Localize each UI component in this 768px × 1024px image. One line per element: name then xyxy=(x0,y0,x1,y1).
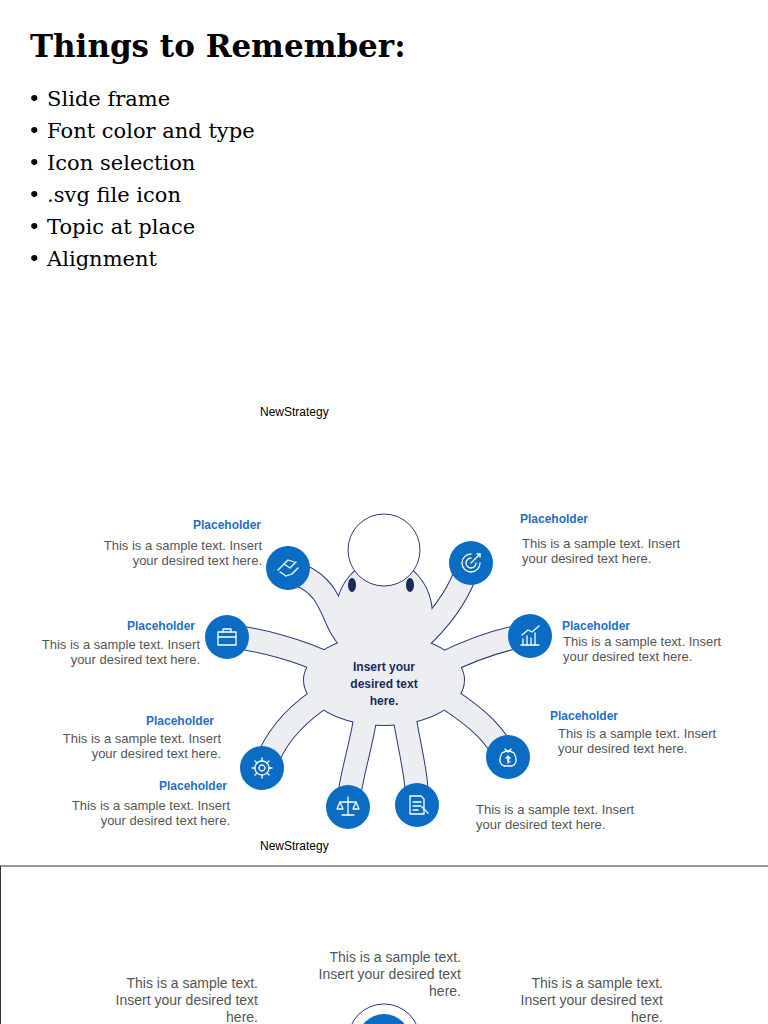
icon-circle xyxy=(395,783,439,827)
node-heading: Placeholder xyxy=(159,779,227,793)
node-body: This is a sample text. Insert your desir… xyxy=(35,637,200,667)
node-body: This is a sample text. Insert your desir… xyxy=(56,731,221,761)
node-heading: Placeholder xyxy=(146,714,214,728)
node-body: This is a sample text. Insert your desir… xyxy=(65,798,230,828)
icon-glyph xyxy=(337,802,343,809)
bullet-item: • .svg file icon xyxy=(28,183,181,207)
bullet-item: • Font color and type xyxy=(28,119,255,143)
icon-glyph xyxy=(269,767,272,768)
icon-circle xyxy=(395,783,439,827)
icon-node: PlaceholderThis is a sample text. Insert… xyxy=(508,614,552,658)
icon-node: PlaceholderThis is a sample text. Insert… xyxy=(240,746,284,790)
node-heading: Placeholder xyxy=(193,518,261,532)
icon-node: PlaceholderThis is a sample text. Insert… xyxy=(266,546,310,590)
icon-glyph xyxy=(255,761,257,763)
icon-circle xyxy=(449,541,493,585)
node-heading: Placeholder xyxy=(550,709,618,723)
icon-glyph xyxy=(505,749,511,752)
icon-glyph xyxy=(261,758,262,761)
icon-glyph xyxy=(252,767,255,768)
slide-name: NewStrategy xyxy=(260,839,329,853)
octopus-eye xyxy=(406,578,414,592)
icon-glyph xyxy=(218,632,236,645)
bullet-item: • Slide frame xyxy=(28,87,170,111)
icon-glyph xyxy=(218,636,236,637)
icon-glyph xyxy=(413,801,421,802)
node-body: This is a sample text. Insert your desir… xyxy=(522,536,687,566)
icon-glyph xyxy=(261,775,262,778)
icon-circle xyxy=(266,546,310,590)
icon-circle xyxy=(508,614,552,658)
icon-glyph xyxy=(278,562,296,570)
icon-glyph xyxy=(534,633,535,645)
icon-circle xyxy=(205,615,249,659)
icon-glyph xyxy=(522,639,523,645)
slide-title: Things to Remember: xyxy=(30,28,406,64)
icon-glyph xyxy=(340,801,356,802)
icon-glyph xyxy=(462,554,480,572)
icon-glyph xyxy=(526,636,527,645)
icon-glyph xyxy=(280,568,298,576)
icon-node: PlaceholderThis is a sample text. Insert… xyxy=(205,615,249,659)
partial-circle xyxy=(348,1004,420,1024)
icon-glyph xyxy=(530,638,531,645)
partial-icon xyxy=(358,1014,410,1024)
icon-glyph xyxy=(471,554,480,563)
icon-glyph xyxy=(413,805,421,806)
bullet-item: • Topic at place xyxy=(28,215,195,239)
octopus-head xyxy=(348,514,420,586)
icon-node: PlaceholderThis is a sample text. Insert… xyxy=(486,735,530,779)
node-heading: Placeholder xyxy=(562,619,630,633)
bullet-item: • Alignment xyxy=(28,247,157,271)
sample-text: This is a sample text. Insert your desir… xyxy=(98,975,258,1024)
icon-node: This is a sample text. Insert your desir… xyxy=(395,783,439,827)
slide-frame xyxy=(0,866,1,1024)
node-body: This is a sample text. Insert your desir… xyxy=(476,802,641,832)
icon-circle xyxy=(205,615,249,659)
icon-glyph xyxy=(521,644,539,645)
node-body: This is a sample text. Insert your desir… xyxy=(97,538,262,568)
icon-circle xyxy=(326,785,370,829)
center-text: Insert your desired text here. xyxy=(339,659,429,710)
node-heading: Placeholder xyxy=(520,512,588,526)
node-heading: Placeholder xyxy=(127,619,195,633)
icon-glyph xyxy=(255,761,269,775)
icon-circle xyxy=(449,541,493,585)
sample-text: This is a sample text. Insert your desir… xyxy=(301,949,461,1000)
slide-frame xyxy=(0,866,768,867)
node-body: This is a sample text. Insert your desir… xyxy=(558,726,723,756)
icon-glyph xyxy=(506,757,510,762)
icon-glyph xyxy=(342,814,354,815)
icon-glyph xyxy=(410,796,424,814)
icon-glyph xyxy=(284,560,294,564)
icon-glyph xyxy=(223,629,231,632)
icon-circle xyxy=(240,746,284,790)
icon-glyph xyxy=(500,751,516,766)
icon-glyph xyxy=(259,765,265,771)
bullet-item: • Icon selection xyxy=(28,151,195,175)
icon-node: PlaceholderThis is a sample text. Insert… xyxy=(449,541,493,585)
icon-circle xyxy=(326,785,370,829)
icon-glyph xyxy=(267,761,269,763)
icon-node: PlaceholderThis is a sample text. Insert… xyxy=(326,785,370,829)
icon-glyph xyxy=(413,809,418,810)
icon-glyph xyxy=(422,807,428,813)
sample-text: This is a sample text. Insert your desir… xyxy=(503,975,663,1024)
icon-glyph xyxy=(347,797,348,815)
icon-circle xyxy=(486,735,530,779)
icon-circle xyxy=(508,614,552,658)
slide-name: NewStrategy xyxy=(260,405,329,419)
icon-glyph xyxy=(353,802,359,809)
icon-glyph xyxy=(267,773,269,775)
icon-circle xyxy=(240,746,284,790)
icon-circle xyxy=(266,546,310,590)
icon-glyph xyxy=(522,626,539,635)
node-body: This is a sample text. Insert your desir… xyxy=(563,634,728,664)
icon-glyph xyxy=(477,554,480,557)
octopus-eye xyxy=(348,578,356,592)
icon-circle xyxy=(486,735,530,779)
icon-glyph xyxy=(255,773,257,775)
